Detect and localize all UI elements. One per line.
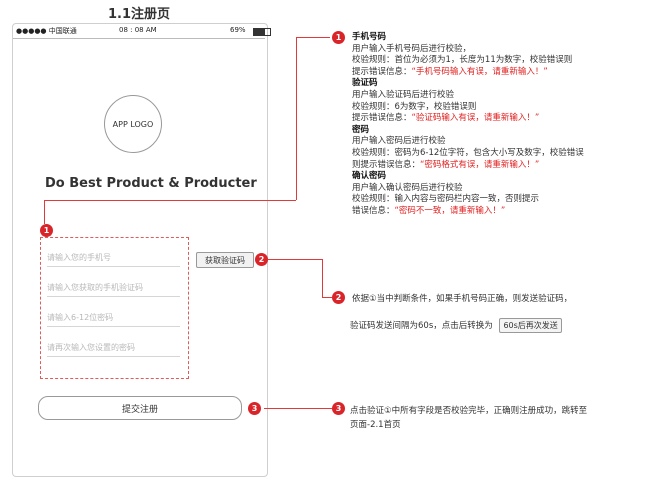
confirm-rule-line: 校验规则：输入内容与密码栏内容一致，否则提示 — [352, 194, 540, 205]
phone-rule-title: 手机号码 — [352, 32, 387, 42]
connector-2-horizontal-a — [268, 259, 322, 260]
password-rule-title: 密码 — [352, 124, 370, 135]
verification-code-input[interactable]: 请输入您获取的手机验证码 — [47, 282, 180, 297]
badge-2-button: 2 — [255, 253, 268, 266]
battery-icon — [253, 28, 271, 36]
annotation-2-line2: 验证码发送间隔为60s，点击后转换为 60s后再次发送 — [350, 318, 648, 333]
code-rule-line: 校验规则：6为数字，校验错误则 — [352, 101, 477, 112]
annotation-3-line1: 点击验证①中所有字段是否校验完毕，正确则注册成功，跳转至 — [350, 406, 588, 416]
tagline: Do Best Product & Producter — [45, 176, 257, 191]
code-rule-line: 用户输入验证码后进行校验 — [352, 89, 455, 100]
resend-countdown-button: 60s后再次发送 — [499, 318, 562, 333]
annotation-2-line1: 依据①当中判断条件，如果手机号码正确，则发送验证码， — [352, 294, 573, 304]
code-rule-title: 验证码 — [352, 78, 378, 89]
annotation-3-line2: 页面-2.1首页 — [350, 420, 401, 430]
annotation-1: 手机号码 用户输入手机号码后进行校验， 校验规则：首位为必须为1，长度为11为数… — [352, 32, 648, 218]
connector-2-vertical — [322, 259, 323, 297]
code-rule-error: 提示错误信息：“验证码输入有误，请重新输入！” — [352, 113, 540, 124]
app-logo: APP LOGO — [104, 95, 162, 153]
password-rule-line: 用户输入密码后进行校验 — [352, 136, 446, 147]
battery-text: 69% — [230, 26, 246, 34]
annotation-2-text: 验证码发送间隔为60s，点击后转换为 — [350, 321, 493, 331]
connector-1-vertical-a — [44, 200, 45, 224]
connector-1-horizontal-a — [44, 200, 296, 201]
get-code-button[interactable]: 获取验证码 — [196, 252, 254, 268]
clock-label: 08 : 08 AM — [119, 26, 157, 34]
connector-1-vertical-b — [296, 37, 297, 200]
page-title: 1.1注册页 — [108, 7, 171, 22]
battery-fill — [254, 29, 266, 35]
carrier-label: ●●●●● 中国联通 — [16, 27, 77, 35]
connector-2-horizontal-b — [322, 297, 332, 298]
password-rule-line: 校验规则：密码为6-12位字符，包含大小写及数字，校验错误 — [352, 147, 584, 158]
confirm-rule-title: 确认密码 — [352, 171, 387, 182]
badge-3-button: 3 — [248, 402, 261, 415]
register-form: 请输入您的手机号 请输入您获取的手机验证码 请输入6-12位密码 请再次输入您设… — [40, 237, 189, 379]
phone-rule-error: 提示错误信息：“手机号码输入有误，请重新输入！” — [352, 66, 548, 77]
badge-2-note: 2 — [332, 291, 345, 304]
app-logo-label: APP LOGO — [112, 119, 154, 129]
confirm-rule-line: 用户输入确认密码后进行校验 — [352, 182, 463, 193]
status-bar: ●●●●● 中国联通 08 : 08 AM 69% — [13, 24, 271, 39]
badge-1-form: 1 — [40, 224, 53, 237]
connector-1-horizontal-b — [296, 37, 330, 38]
connector-3-horizontal — [264, 408, 332, 409]
phone-rule-line: 校验规则：首位为必须为1，长度为11为数字，校验错误则 — [352, 55, 573, 66]
password-rule-error: 则提示错误信息：“密码格式有误，请重新输入！” — [352, 159, 540, 170]
badge-1-note: 1 — [332, 31, 345, 44]
phone-input[interactable]: 请输入您的手机号 — [47, 252, 180, 267]
confirm-rule-error: 错误信息：“密码不一致，请重新输入！” — [352, 205, 506, 216]
confirm-password-input[interactable]: 请再次输入您设置的密码 — [47, 342, 180, 357]
password-input[interactable]: 请输入6-12位密码 — [47, 312, 180, 327]
submit-register-button[interactable]: 提交注册 — [38, 396, 242, 420]
badge-3-note: 3 — [332, 402, 345, 415]
phone-rule-line: 用户输入手机号码后进行校验， — [352, 43, 472, 54]
